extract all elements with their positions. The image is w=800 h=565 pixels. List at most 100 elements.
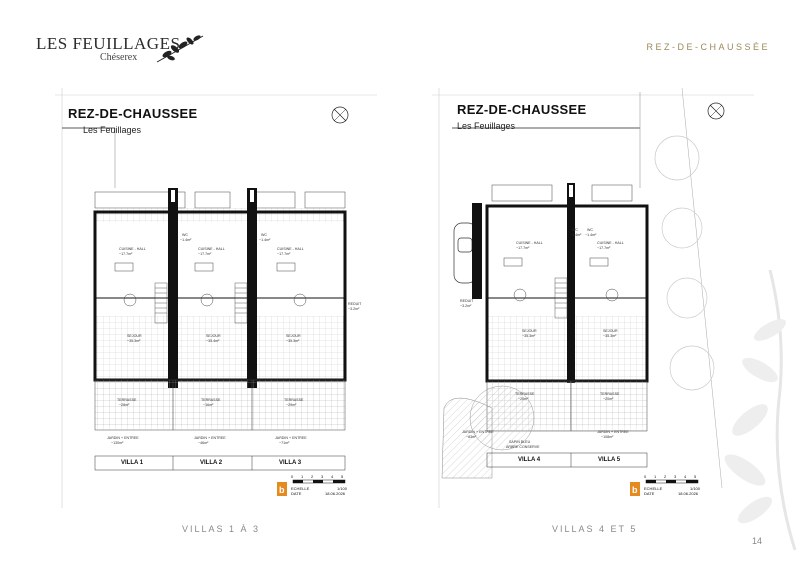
room-area: ~28m² <box>119 403 130 407</box>
room-area: ~1.4m² <box>180 238 192 242</box>
section-title: REZ-DE-CHAUSSÉE <box>646 42 770 52</box>
caption-right: VILLAS 4 ET 5 <box>552 524 638 534</box>
scale-number: 0 <box>291 474 294 479</box>
room-label: WC <box>182 233 188 237</box>
scale-number: 3 <box>674 474 677 479</box>
date-value: 18.06.2026 <box>678 491 699 496</box>
room-label: TERRASSE <box>515 392 535 396</box>
room-area: ~1.4m² <box>259 238 271 242</box>
scale-number: 2 <box>664 474 667 479</box>
room-label: WC <box>572 228 578 232</box>
date-value: 18.06.2026 <box>325 491 346 496</box>
room-label: JARDIN + ENTREE <box>194 436 226 440</box>
echelle-label: ECHELLE <box>644 486 663 491</box>
room-label: CUISINE - HALL <box>597 241 624 245</box>
brand-subtitle: Chéserex <box>100 52 138 63</box>
room-area: ~17.7m² <box>277 252 291 256</box>
room-area: ~3.2m² <box>348 307 360 311</box>
room-label: JARDIN + ENTREE <box>107 436 139 440</box>
room-area: ~130m² <box>111 441 124 445</box>
room-area: ~1.4m² <box>585 233 597 237</box>
room-area: ~17.7m² <box>516 246 530 250</box>
room-label: SEJOUR <box>603 329 618 333</box>
room-area: ~35.4m² <box>206 339 220 343</box>
caption-left: VILLAS 1 À 3 <box>182 524 261 534</box>
brand-logo: LES FEUILLAGES Chéserex <box>36 34 180 63</box>
room-area: ~20m² <box>518 397 529 401</box>
villa-label: VILLA 2 <box>200 460 223 466</box>
room-area: ~17.7m² <box>119 252 133 256</box>
scale-number: 0 <box>644 474 647 479</box>
plan-subtitle: Les Feuillages <box>83 125 142 135</box>
north-arrow-icon <box>707 102 725 120</box>
plan-sheet-villas-1-3: b REZ-DE-CHAUSSEE Les Feuillages CUISINE… <box>55 88 377 508</box>
scale-number: 2 <box>311 474 314 479</box>
room-label: TERRASSE <box>284 398 304 402</box>
room-area: ~83m² <box>466 435 477 439</box>
villa-label: VILLA 3 <box>279 460 302 466</box>
room-area: ~108m² <box>601 435 614 439</box>
north-arrow-icon <box>331 106 349 124</box>
scale-number: 4 <box>331 474 334 479</box>
svg-text:b: b <box>279 485 285 495</box>
plan-title: REZ-DE-CHAUSSEE <box>457 102 587 117</box>
room-area: ~71m² <box>279 441 290 445</box>
date-label: DATE <box>644 491 655 496</box>
room-label: CUISINE - HALL <box>516 241 543 245</box>
room-label: TERRASSE <box>600 392 620 396</box>
room-label: SEJOUR <box>206 334 221 338</box>
echelle-label: ECHELLE <box>291 486 310 491</box>
room-label: JARDIN + ENTREE <box>275 436 307 440</box>
plan-sheet-villas-4-5: b REZ-DE-CHAUSSEE Les Feuillages CUISINE… <box>432 88 754 508</box>
scale-number: 4 <box>684 474 687 479</box>
room-area: ~46m² <box>198 441 209 445</box>
room-area: ~20m² <box>603 397 614 401</box>
room-label: REDUIT <box>348 302 362 306</box>
echelle-value: 1/100 <box>337 486 348 491</box>
tree-watermark-icon <box>724 270 797 550</box>
room-area: ~17.7m² <box>597 246 611 250</box>
echelle-value: 1/100 <box>690 486 701 491</box>
villa-label: VILLA 1 <box>121 460 144 466</box>
room-area: ~3.2m² <box>460 304 472 308</box>
room-area: ~1.4m² <box>570 233 582 237</box>
room-label: CUISINE - HALL <box>277 247 304 251</box>
room-area: ~35.3m² <box>127 339 141 343</box>
room-label: SEJOUR <box>522 329 537 333</box>
room-label: JARDIN + ENTREE <box>597 430 629 434</box>
plan-subtitle: Les Feuillages <box>457 121 516 131</box>
room-area: ~35.3m² <box>286 339 300 343</box>
room-label: WC <box>587 228 593 232</box>
brand-title: LES FEUILLAGES <box>36 34 181 53</box>
scale-number: 5 <box>694 474 697 479</box>
room-label: CUISINE - HALL <box>119 247 146 251</box>
room-label: SAPIN BLEU <box>509 440 531 444</box>
svg-text:b: b <box>632 485 638 495</box>
floor-plan-drawing: b <box>432 88 754 508</box>
floor-plan-drawing: b <box>55 88 377 508</box>
room-area: ~35.3m² <box>603 334 617 338</box>
page-number: 14 <box>751 536 762 546</box>
room-label: SEJOUR <box>127 334 142 338</box>
room-label: ARBRE CONSERVE <box>506 445 540 449</box>
room-label: JARDIN + ENTREE <box>462 430 494 434</box>
villa-label: VILLA 4 <box>518 457 541 463</box>
room-label: TERRASSE <box>201 398 221 402</box>
plan-title: REZ-DE-CHAUSSEE <box>68 106 198 121</box>
scale-number: 3 <box>321 474 324 479</box>
room-label: SEJOUR <box>286 334 301 338</box>
room-label: TERRASSE <box>117 398 137 402</box>
date-label: DATE <box>291 491 302 496</box>
scale-number: 1 <box>654 474 657 479</box>
tree-icon <box>654 135 715 391</box>
scale-number: 1 <box>301 474 304 479</box>
room-area: ~16m² <box>203 403 214 407</box>
room-label: WC <box>261 233 267 237</box>
room-area: ~35.3m² <box>522 334 536 338</box>
leaf-branch-icon <box>156 35 204 63</box>
room-label: REDUIT <box>460 299 474 303</box>
room-label: CUISINE - HALL <box>198 247 225 251</box>
room-area: ~17.7m² <box>198 252 212 256</box>
scale-number: 5 <box>341 474 344 479</box>
room-area: ~29m² <box>286 403 297 407</box>
